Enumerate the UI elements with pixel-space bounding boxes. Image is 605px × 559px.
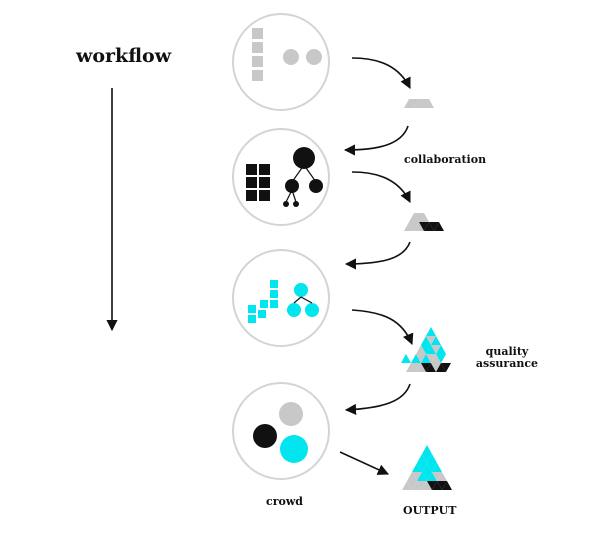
collaboration-label: collaboration bbox=[404, 153, 487, 166]
arrow-7 bbox=[339, 451, 390, 475]
assurance-label: assurance bbox=[475, 357, 539, 371]
arrow-4 bbox=[344, 241, 411, 270]
output-label: OUTPUT bbox=[403, 504, 457, 517]
workflow-title: workflow bbox=[76, 45, 172, 67]
arrow-6 bbox=[344, 383, 411, 416]
stage-4-circle bbox=[232, 382, 330, 480]
quality-label: quality bbox=[485, 345, 529, 358]
pyramid-collaboration-2 bbox=[404, 213, 444, 231]
crowd-label: crowd bbox=[266, 495, 303, 508]
pyramid-collaboration-1 bbox=[404, 99, 434, 108]
arrow-1 bbox=[351, 57, 411, 90]
pyramid-output bbox=[402, 445, 452, 490]
stage-1-circle bbox=[232, 13, 330, 111]
arrow-5 bbox=[351, 309, 414, 346]
pyramid-quality-assurance bbox=[401, 327, 451, 372]
quality-assurance-label: quality assurance bbox=[472, 345, 542, 371]
arrow-3 bbox=[351, 171, 411, 204]
stage-3-circle bbox=[232, 249, 330, 347]
stage-2-circle bbox=[232, 128, 330, 226]
arrow-2 bbox=[343, 125, 409, 156]
